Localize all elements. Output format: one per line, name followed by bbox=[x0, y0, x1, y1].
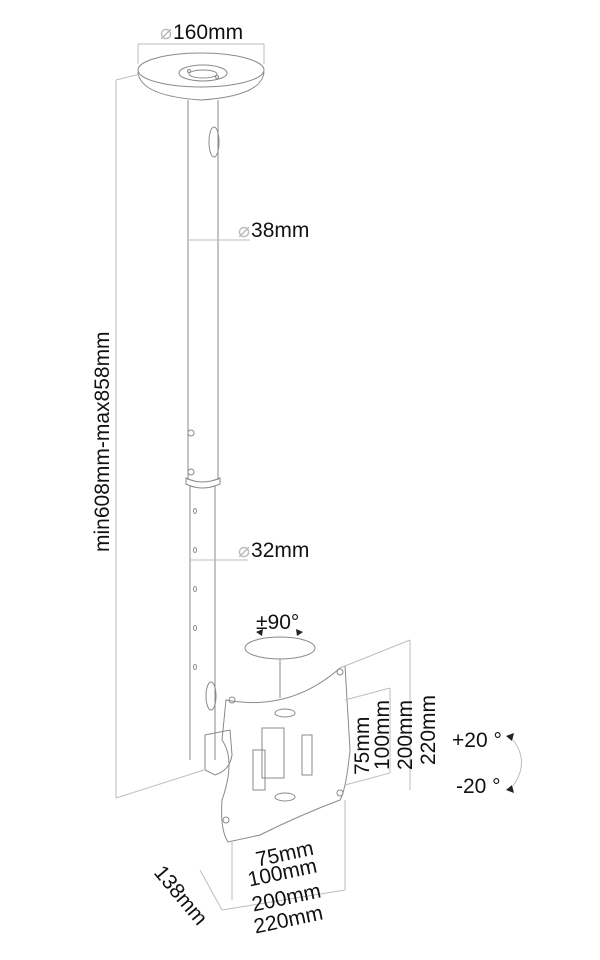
ceiling-plate bbox=[137, 52, 265, 101]
height-range-label: min608mm-max858mm bbox=[91, 331, 114, 552]
upper-tube bbox=[185, 100, 221, 489]
tilt-down-label: -20 ° bbox=[456, 775, 501, 798]
vesa-vertical-75-label: 75mm bbox=[351, 716, 374, 775]
upper-tube-diameter-label: ⌀38mm bbox=[238, 219, 310, 242]
swivel-label: ±90° bbox=[256, 611, 300, 634]
swivel-indicator bbox=[244, 636, 316, 698]
lower-tube-diameter-label: ⌀32mm bbox=[238, 539, 310, 562]
vesa-vertical-200-label: 200mm bbox=[394, 699, 417, 770]
ceiling-plate-diameter-label: ⌀160mm bbox=[160, 21, 244, 44]
vesa-vertical-100-label: 100mm bbox=[371, 699, 394, 770]
vesa-plate bbox=[221, 665, 351, 843]
tilt-up-label: +20 ° bbox=[452, 729, 502, 752]
lower-tube bbox=[189, 486, 233, 776]
vesa-vertical-220-label: 220mm bbox=[417, 694, 440, 765]
